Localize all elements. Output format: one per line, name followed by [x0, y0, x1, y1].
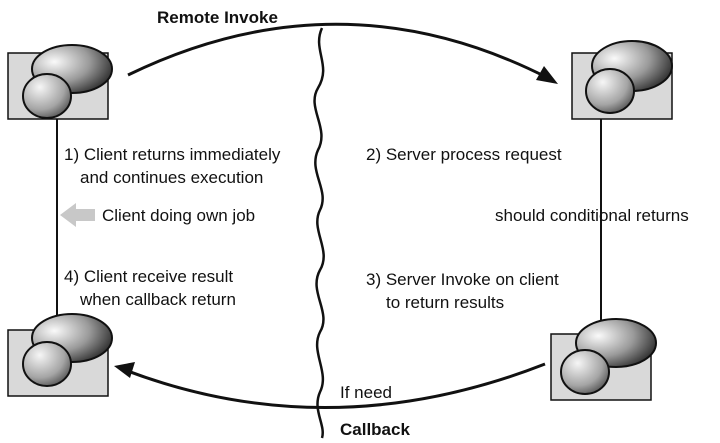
- client-top-small-ellipse: [22, 73, 72, 119]
- remote-invoke-arrow: [127, 22, 549, 80]
- process-boundary-wave: [313, 27, 325, 439]
- step2-label: 2) Server process request: [366, 145, 562, 164]
- remote-invoke-arrowhead: [536, 66, 558, 84]
- client-own-job-label: Client doing own job: [102, 206, 256, 225]
- callback-arrow: [124, 362, 546, 410]
- callback-label: Callback: [340, 420, 410, 439]
- client-node-bottom: [7, 313, 113, 397]
- step4-line2: when callback return: [80, 290, 236, 309]
- step3-line2: to return results: [386, 293, 505, 312]
- conditional-returns-label: should conditional returns: [495, 206, 689, 225]
- callback-arrowhead: [114, 362, 135, 378]
- step3-line1: 3) Server Invoke on client: [366, 270, 559, 289]
- step4-line1: 4) Client receive result: [64, 267, 234, 286]
- server-bottom-small-ellipse: [560, 349, 610, 395]
- step1-line1: 1) Client returns immediately: [64, 145, 281, 164]
- client-own-job-arrow: [60, 203, 95, 227]
- server-top-small-ellipse: [585, 68, 635, 114]
- server-node-bottom: [550, 318, 657, 401]
- if-need-label: If need: [340, 383, 392, 402]
- remote-invoke-label: Remote Invoke: [157, 8, 278, 27]
- client-node-top: [7, 44, 113, 120]
- server-node-top: [571, 40, 673, 120]
- client-bottom-small-ellipse: [22, 341, 72, 387]
- step1-line2: and continues execution: [80, 168, 264, 187]
